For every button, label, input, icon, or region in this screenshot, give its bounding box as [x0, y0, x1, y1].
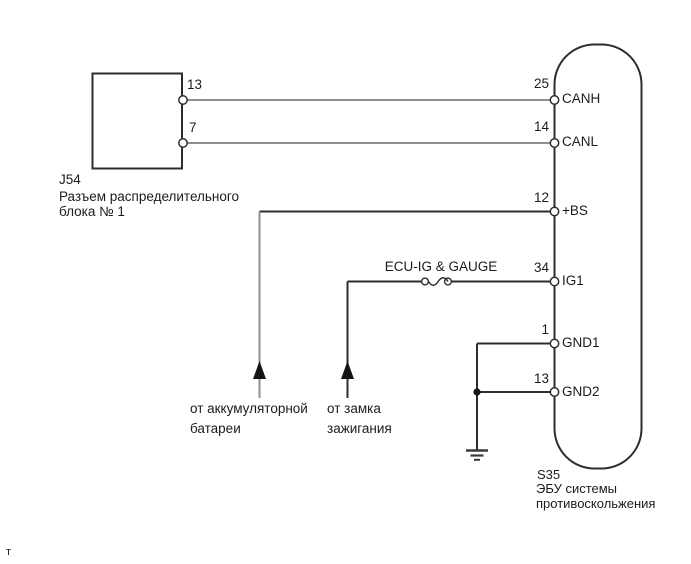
pin-label-canh: CANH — [562, 91, 601, 106]
pin-label-bs: +BS — [562, 203, 588, 218]
pin-terminal-s35-ig1 — [549, 276, 560, 287]
connector-s35-id: S35 — [537, 467, 561, 482]
pin-number-j54-13: 13 — [187, 77, 203, 92]
pin-number-s35-34: 34 — [533, 260, 549, 275]
pin-label-gnd2: GND2 — [562, 384, 600, 399]
connector-s35-desc-line1: ЭБУ системы — [536, 481, 618, 496]
pin-terminal-s35-canh — [549, 95, 560, 105]
fuse-icon — [420, 277, 453, 286]
fuse-label: ECU-IG & GAUGE — [384, 259, 498, 274]
connector-j54-id: J54 — [59, 172, 81, 187]
pin-number-s35-1: 1 — [541, 322, 549, 337]
connector-s35-body — [553, 43, 643, 470]
ignition-source-label-line1: от замка — [327, 401, 381, 416]
ignition-source-label-line2: зажигания — [327, 421, 392, 436]
pin-label-ig1: IG1 — [562, 273, 584, 288]
arrow-up-icon — [253, 361, 266, 379]
connector-j54-box — [91, 72, 183, 170]
pin-label-gnd1: GND1 — [562, 335, 600, 350]
arrow-up-icon — [341, 361, 354, 379]
ground-icon — [466, 449, 488, 461]
connector-j54-desc-line2: блока № 1 — [59, 204, 125, 219]
pin-terminal-s35-bs — [549, 206, 560, 217]
pin-terminal-j54-7 — [178, 138, 188, 148]
pin-number-s35-25: 25 — [533, 76, 549, 91]
junction-dot — [473, 388, 481, 396]
connector-s35-desc-line2: противоскольжения — [536, 496, 656, 511]
footer-char: т — [6, 546, 12, 558]
pin-number-j54-7: 7 — [189, 120, 197, 135]
pin-label-canl: CANL — [562, 134, 599, 149]
pin-terminal-s35-canl — [549, 138, 560, 148]
fuse-element — [427, 277, 449, 286]
pin-number-s35-14: 14 — [533, 119, 549, 134]
pin-terminal-s35-gnd2 — [549, 387, 560, 397]
pin-number-s35-12: 12 — [533, 190, 549, 205]
pin-terminal-s35-gnd1 — [549, 338, 560, 349]
pin-number-s35-13: 13 — [533, 371, 549, 386]
connector-j54-desc-line1: Разъем распределительного — [59, 189, 240, 204]
pin-terminal-j54-13 — [178, 95, 188, 105]
battery-source-label-line1: от аккумуляторной — [190, 401, 308, 416]
battery-source-label-line2: батареи — [190, 421, 241, 436]
fuse-terminal-left — [420, 277, 430, 286]
